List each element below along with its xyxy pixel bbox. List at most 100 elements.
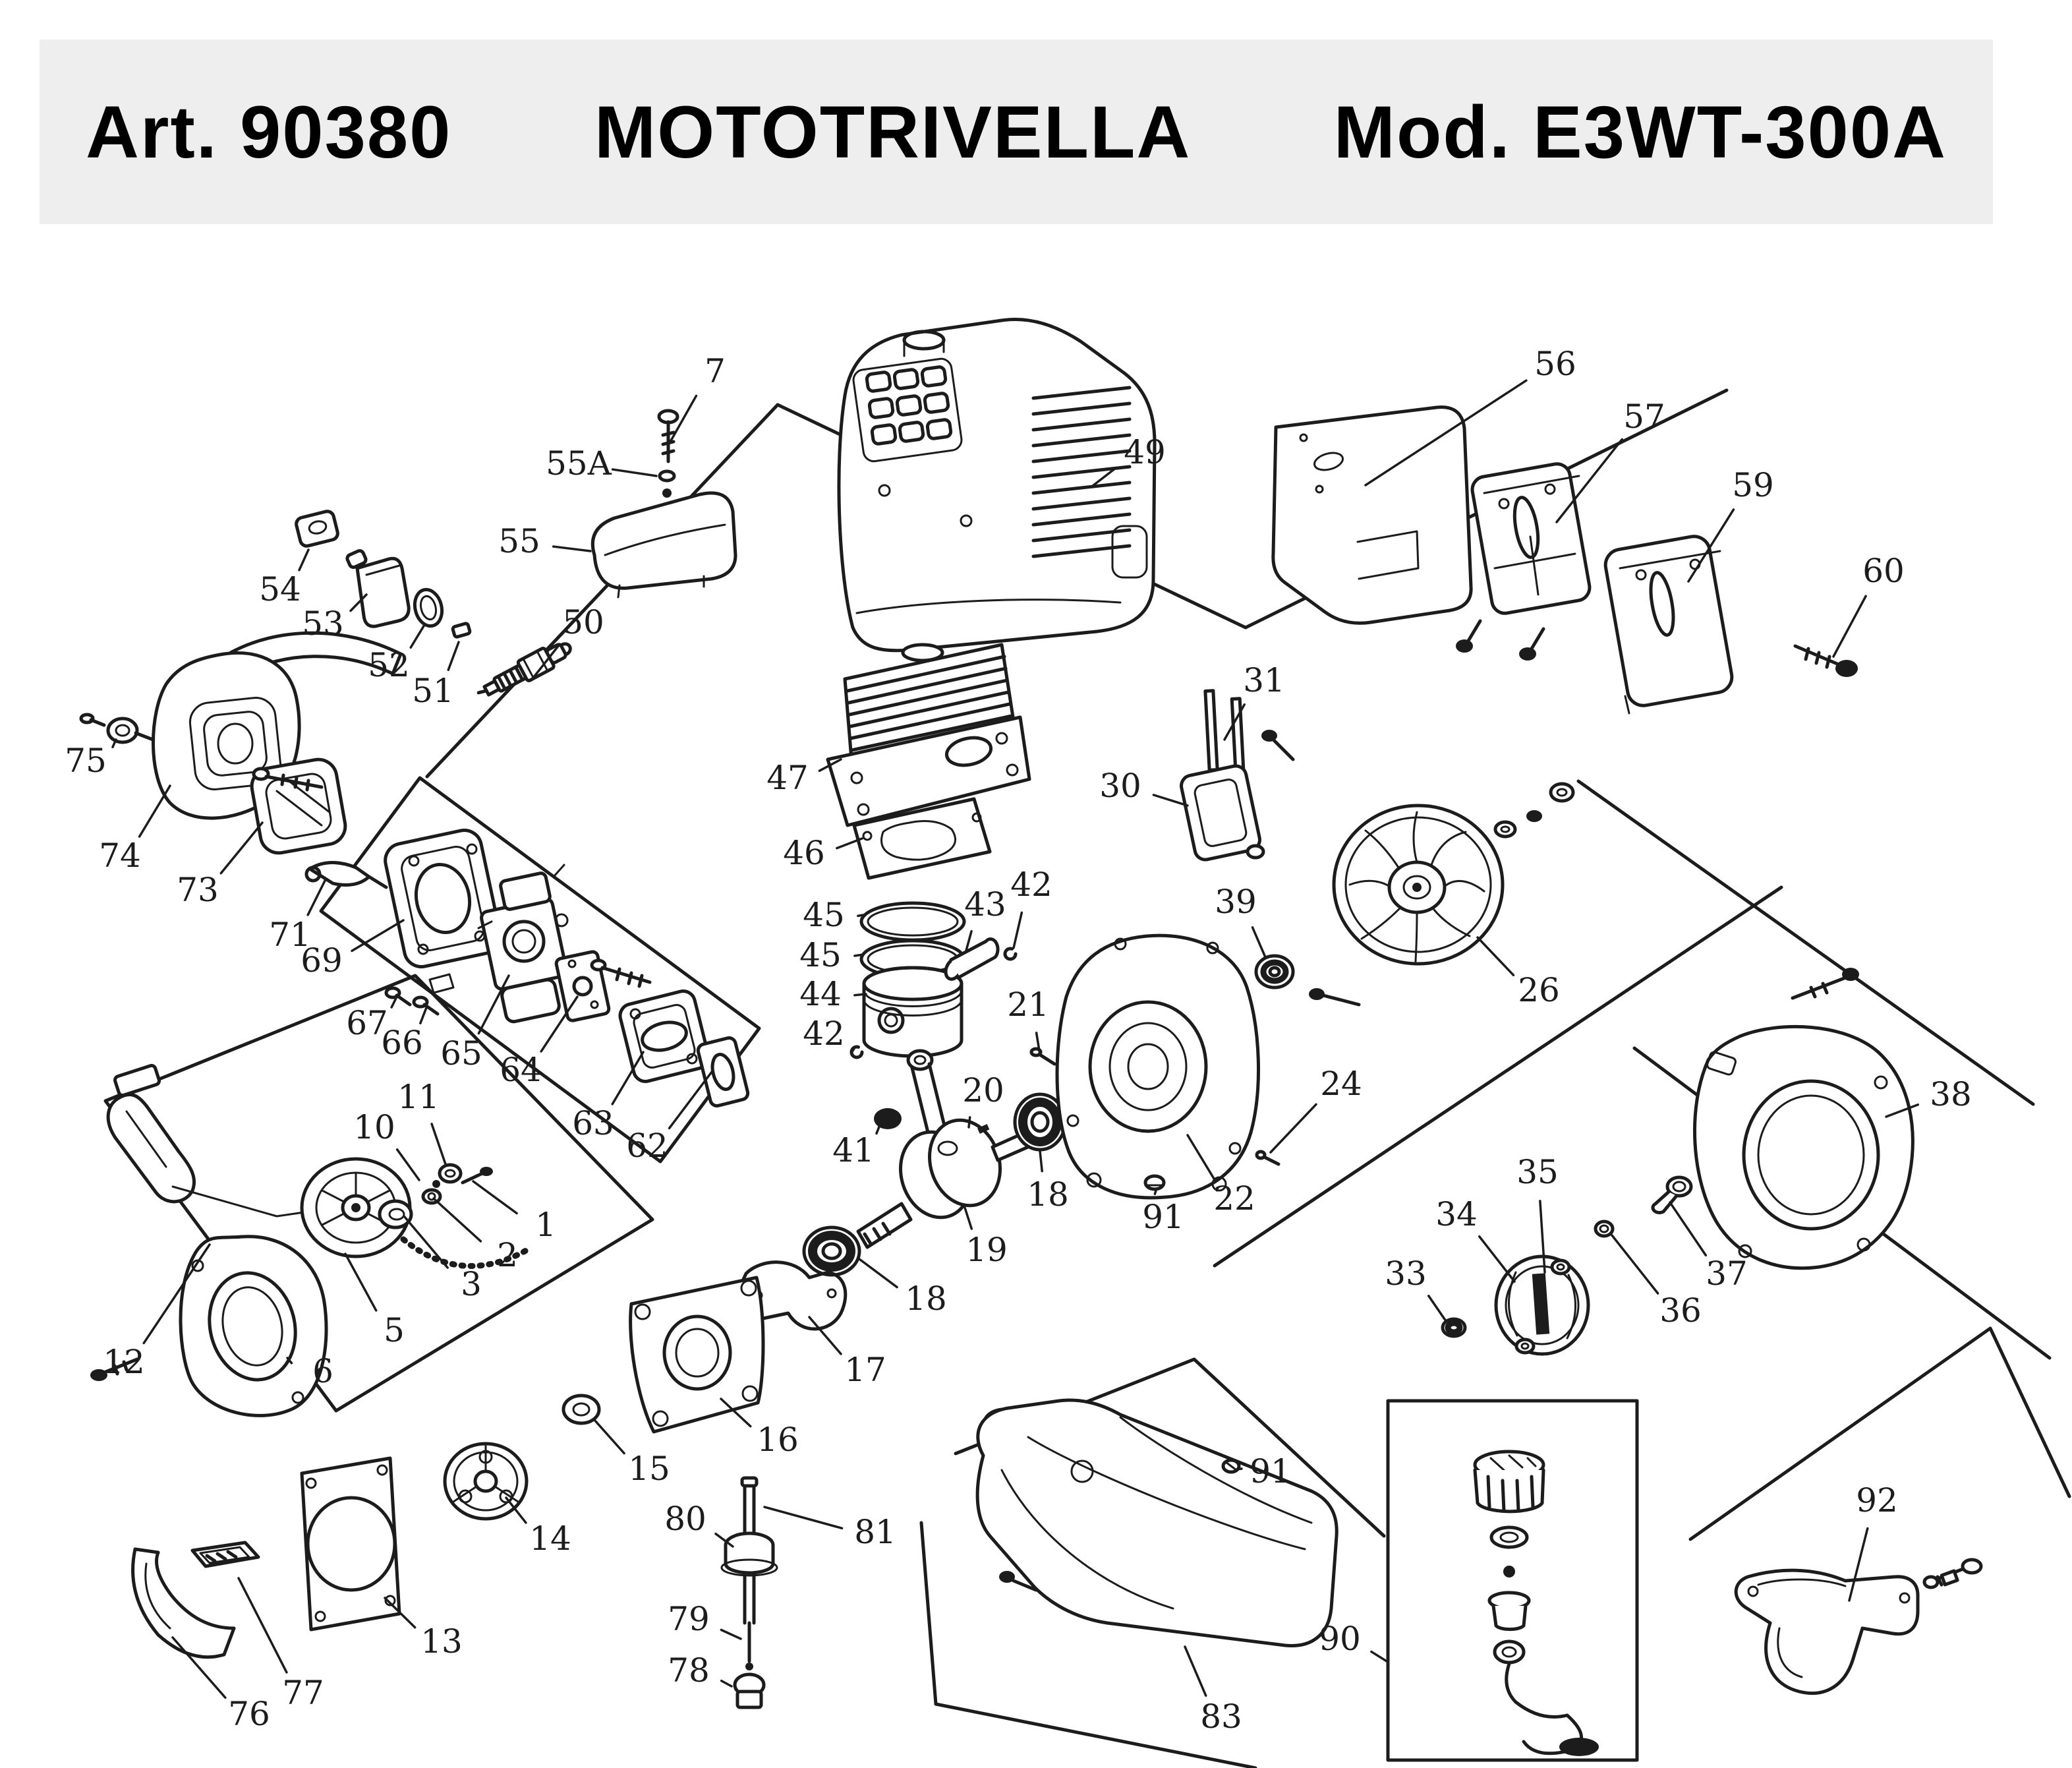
part-label-13: 13 [420,1622,463,1661]
part-10-11-bearing [432,1163,463,1188]
leader-line-57 [1555,438,1624,523]
leader-line-5 [344,1252,378,1312]
leader-line-33 [1427,1295,1447,1322]
leader-line-1 [472,1180,518,1215]
leader-line-35 [1539,1200,1546,1274]
part-label-69: 69 [301,941,343,980]
page-title: MOTOTRIVELLA [594,90,1192,173]
leader-line-49 [1091,467,1117,487]
part-36-oring [1594,1220,1615,1238]
leader-line-16 [720,1398,752,1428]
part-label-91: 91 [1142,1198,1184,1236]
leader-line-10 [395,1148,420,1181]
part-label-75: 75 [65,742,107,780]
leader-line-81 [763,1506,844,1530]
part-label-31: 31 [1243,661,1285,699]
part-56-heat-plate [1271,405,1473,625]
leader-line-45 [853,953,865,957]
leader-line-11 [430,1123,447,1165]
leader-line-59 [1687,508,1735,583]
part-label-38: 38 [1930,1075,1972,1113]
part-label-55: 55 [498,522,540,560]
part-label-47: 47 [766,759,809,797]
part-label-7: 7 [705,352,726,390]
leader-line-2 [432,1197,482,1243]
part-14-drive-pulley [443,1442,529,1521]
part-57-muffler [1456,462,1592,661]
leader-line-18 [1039,1150,1043,1173]
part-54-cap [295,510,339,548]
part-81-80-79-78-primer-rod [720,1476,778,1709]
part-label-90: 90 [1319,1620,1361,1658]
part-label-77: 77 [282,1674,324,1712]
part-label-78: 78 [668,1651,710,1690]
leader-line-46 [836,837,863,850]
part-label-53: 53 [302,604,344,643]
part-55-top-cover [590,491,737,599]
part-6-starter-housing [179,1235,328,1417]
part-31-coil-wires [1203,689,1246,772]
part-label-66: 66 [381,1024,423,1062]
part-label-92: 92 [1856,1481,1898,1519]
part-41-needle-bearing [874,1108,902,1129]
part-label-52: 52 [368,646,410,684]
part-starter-handle [106,1063,310,1218]
leader-line-37 [1669,1201,1708,1257]
leader-line-19 [964,1206,973,1230]
part-label-79: 79 [668,1600,710,1638]
part-26-flywheel [1332,804,1505,966]
part-label-2: 2 [497,1236,518,1274]
part-label-22: 22 [1213,1179,1255,1218]
leader-line-92 [1848,1527,1869,1602]
part-19-crankshaft [856,1049,1051,1249]
part-label-54: 54 [259,570,301,608]
part-label-56: 56 [1534,345,1576,383]
leader-lines [111,379,1920,1699]
part-label-39: 39 [1215,883,1257,921]
leader-line-60 [1832,595,1867,658]
leader-line-18 [858,1258,898,1289]
part-label-24: 24 [1320,1065,1362,1103]
leader-line-51 [447,641,460,671]
part-42-clips [849,947,1018,1059]
leader-line-55 [552,545,592,552]
part-15-washer [561,1394,601,1425]
part-label-45: 45 [799,936,842,974]
part-39-oil-seal [1254,954,1295,989]
part-label-83: 83 [1200,1697,1242,1736]
leader-line-47 [818,758,842,773]
part-long-screw-right [1791,968,1859,1000]
leader-line-45 [857,914,865,918]
part-label-37: 37 [1706,1254,1748,1293]
part-label-14: 14 [529,1519,571,1558]
part-30-ignition-coil [1180,730,1295,862]
part-label-20: 20 [962,1071,1004,1109]
leader-line-34 [1478,1235,1516,1283]
part-7-screw [657,409,679,463]
part-38-fan-cover [1693,1024,1914,1270]
part-flywheel-washers [1493,782,1575,839]
leader-line-53 [349,593,368,612]
part-label-71: 71 [269,916,311,954]
part-label-3: 3 [461,1265,482,1303]
leader-line-79 [720,1628,742,1640]
part-49-engine-shroud [837,317,1157,653]
part-33-washer [1441,1317,1467,1338]
leader-line-20 [967,1116,971,1129]
part-label-17: 17 [844,1351,886,1389]
part-label-50: 50 [562,603,604,641]
leader-line-50 [530,643,561,682]
part-71-choke-lever [252,767,388,889]
part-label-11: 11 [397,1078,440,1116]
part-label-12: 12 [103,1343,145,1381]
part-1-screw [461,1167,493,1185]
leader-line-42 [1012,911,1023,949]
leader-line-91 [1153,1189,1157,1195]
part-label-65: 65 [440,1034,482,1073]
part-label-18: 18 [1027,1175,1069,1214]
part-label-30: 30 [1099,767,1141,805]
part-67-66-screws [384,973,455,1016]
part-label-26: 26 [1518,971,1560,1009]
